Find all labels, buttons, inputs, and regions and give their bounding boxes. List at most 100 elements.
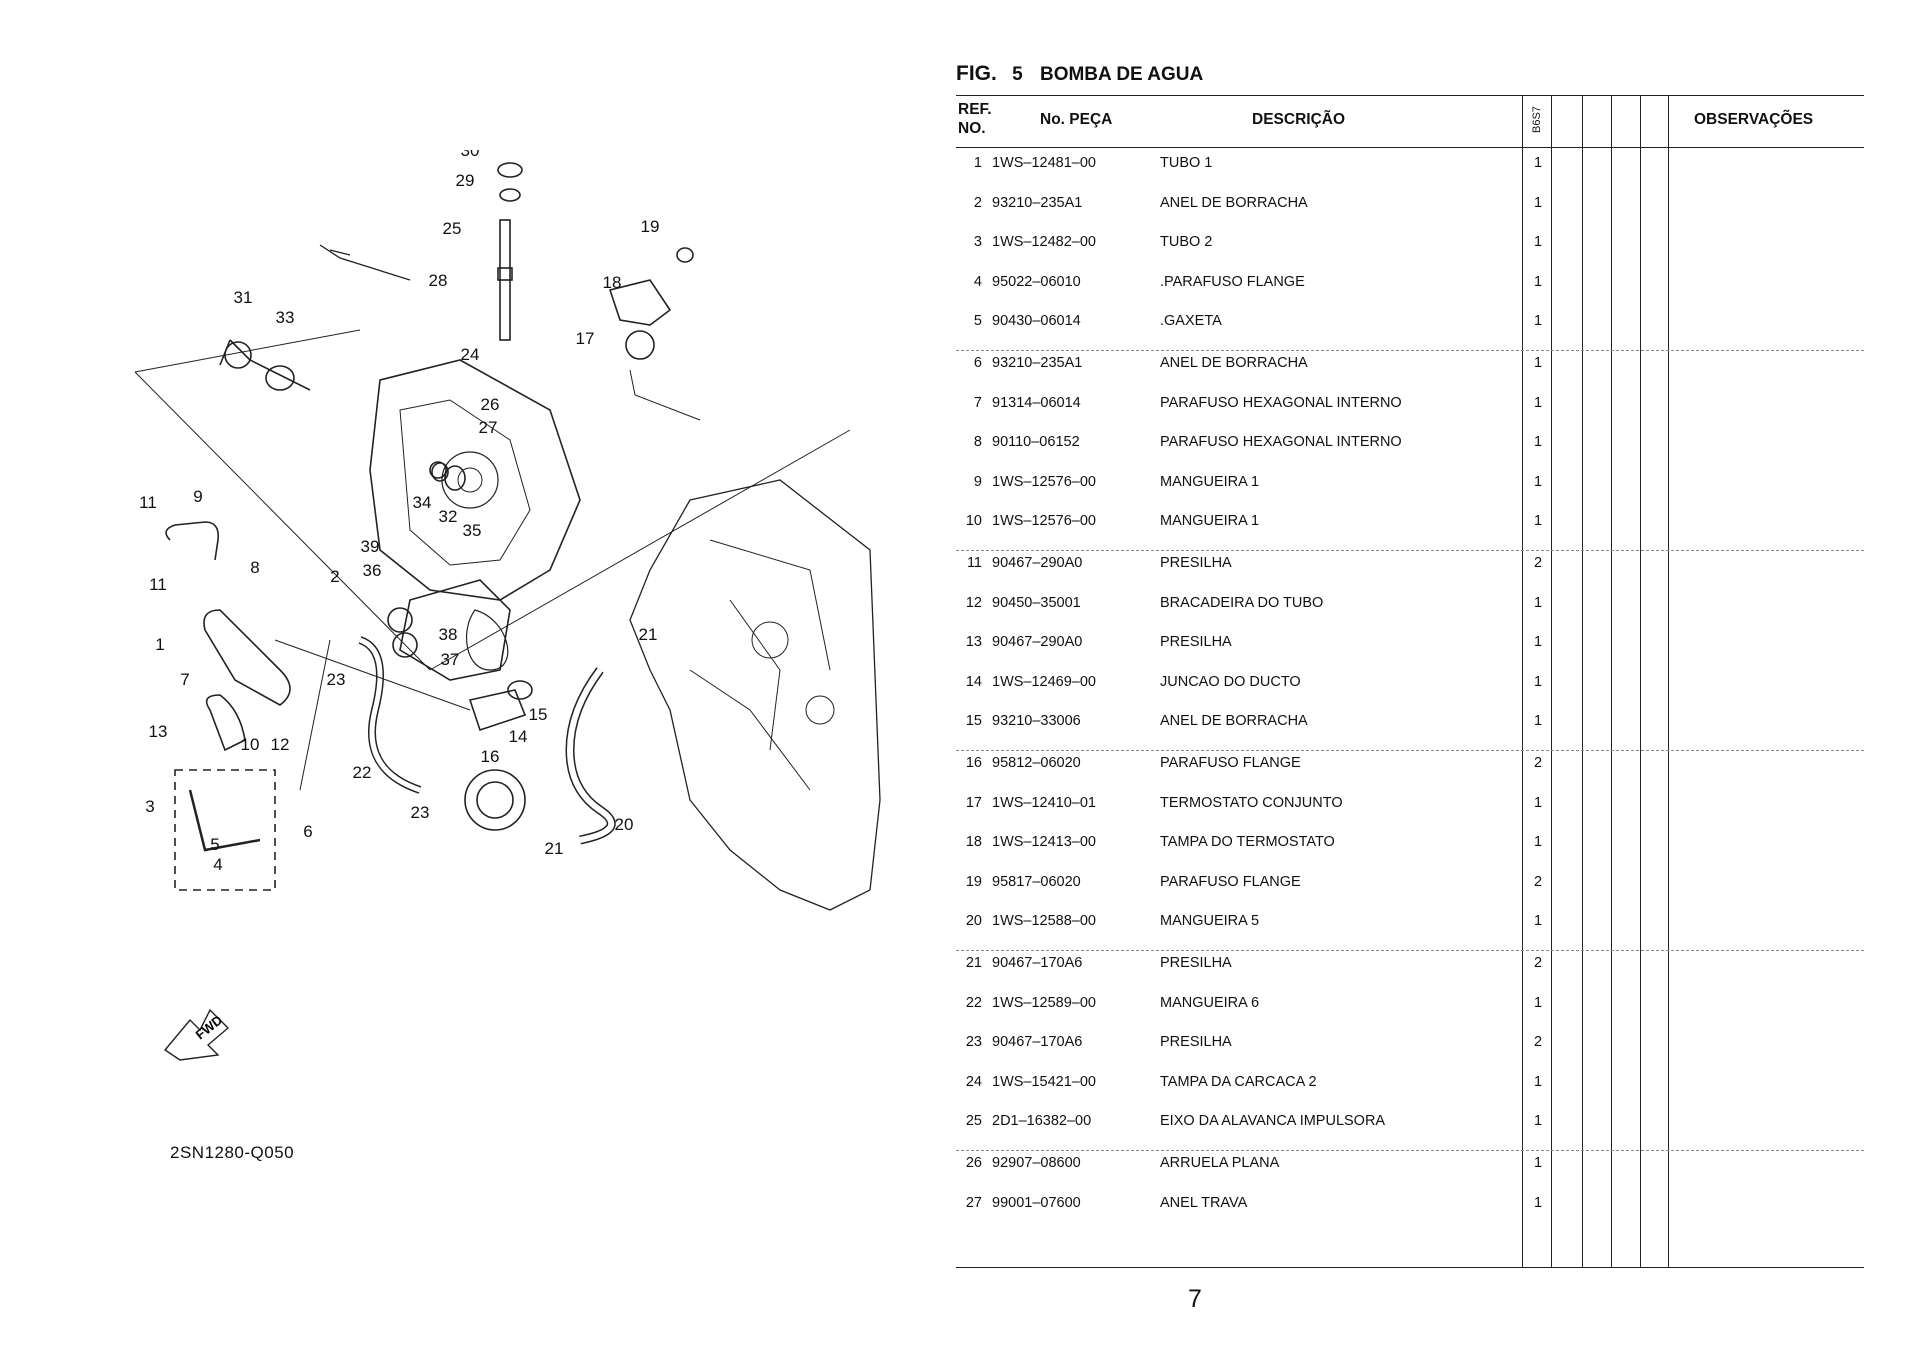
- part-description: TUBO 1: [1160, 155, 1213, 171]
- part-number: 1WS–12413–00: [992, 834, 1096, 850]
- ref-number: 22: [965, 994, 982, 1011]
- svg-text:32: 32: [439, 507, 458, 526]
- part-quantity: 1: [1533, 994, 1543, 1011]
- group-separator: [956, 950, 1864, 951]
- part-number: 95812–06020: [992, 755, 1081, 771]
- part-number: 1WS–12481–00: [992, 155, 1096, 171]
- svg-text:35: 35: [463, 521, 482, 540]
- part-number: 90110–06152: [992, 434, 1080, 450]
- header-observations: OBSERVAÇÕES: [1694, 111, 1814, 128]
- part-number: 90430–06014: [992, 313, 1081, 329]
- part-quantity: 1: [1533, 473, 1543, 490]
- ref-number: 8: [973, 434, 982, 450]
- svg-text:38: 38: [439, 625, 458, 644]
- part-number: 1WS–12469–00: [992, 673, 1096, 690]
- part-quantity: 1: [1533, 394, 1543, 411]
- part-description: PARAFUSO HEXAGONAL INTERNO: [1160, 434, 1402, 450]
- part-description: TAMPA DA CARCACA 2: [1160, 1073, 1317, 1090]
- part-description: TAMPA DO TERMOSTATO: [1160, 834, 1335, 850]
- svg-text:23: 23: [327, 670, 346, 689]
- svg-text:36: 36: [363, 561, 382, 580]
- svg-text:34: 34: [413, 493, 432, 512]
- part-quantity: 1: [1533, 513, 1543, 529]
- ref-number: 25: [965, 1113, 982, 1129]
- part-description: MANGUEIRA 1: [1160, 473, 1260, 490]
- svg-text:13: 13: [149, 722, 168, 741]
- ref-number: 12: [965, 594, 982, 611]
- part-description: TERMOSTATO CONJUNTO: [1160, 794, 1343, 811]
- column-rule: [1582, 95, 1583, 1267]
- group-separator: [956, 550, 1864, 551]
- part-number: 92907–08600: [992, 1155, 1081, 1171]
- part-number: 90450–35001: [992, 594, 1081, 611]
- exploded-parts-diagram: 30 29 25 28 31 33 24 26 27 34 32 35 19 1…: [130, 150, 890, 1180]
- ref-number: 1: [973, 155, 982, 171]
- column-rule: [1611, 95, 1612, 1267]
- part-description: .PARAFUSO FLANGE: [1160, 273, 1305, 290]
- ref-number: 24: [965, 1073, 982, 1090]
- part-quantity: 1: [1533, 194, 1543, 211]
- column-rule: [1551, 95, 1552, 1267]
- ref-number: 21: [965, 955, 982, 971]
- ref-number: 16: [965, 755, 982, 771]
- part-quantity: 1: [1533, 355, 1543, 371]
- part-quantity: 2: [1533, 755, 1543, 771]
- part-description: PRESILHA: [1160, 955, 1232, 971]
- ref-number: 13: [965, 634, 982, 650]
- svg-text:12: 12: [271, 735, 290, 754]
- part-quantity: 1: [1533, 234, 1543, 250]
- header-ref-line1: REF.: [958, 101, 992, 118]
- part-quantity: 1: [1533, 273, 1543, 290]
- part-description: ANEL DE BORRACHA: [1160, 194, 1308, 211]
- ref-number: 4: [973, 273, 982, 290]
- header-model-code: B6S7: [1531, 106, 1543, 133]
- part-number: 93210–235A1: [992, 355, 1083, 371]
- part-description: PRESILHA: [1160, 634, 1232, 650]
- fig-word: FIG.: [956, 62, 997, 85]
- fig-title-text: BOMBA DE AGUA: [1039, 64, 1204, 85]
- fwd-label: FWD: [193, 1012, 226, 1042]
- part-quantity: 2: [1533, 555, 1543, 571]
- part-number: 93210–33006: [992, 713, 1081, 729]
- parts-table: REF. NO. No. PEÇA DESCRIÇÃO B6S7 OBSERVA…: [956, 95, 1864, 1269]
- table-top-rule: [956, 95, 1864, 96]
- part-description: MANGUEIRA 1: [1160, 513, 1260, 529]
- ref-number: 18: [965, 834, 982, 850]
- part-quantity: 1: [1533, 594, 1543, 611]
- part-number: 1WS–12576–00: [992, 473, 1096, 490]
- svg-text:26: 26: [481, 395, 500, 414]
- part-description: PARAFUSO FLANGE: [1160, 873, 1301, 890]
- svg-text:22: 22: [353, 763, 372, 782]
- group-separator: [956, 1150, 1864, 1151]
- figure-title: FIG. 5 BOMBA DE AGUA: [956, 62, 1203, 86]
- svg-text:8: 8: [250, 558, 259, 577]
- svg-text:31: 31: [234, 288, 253, 307]
- diagram-drawing: 30 29 25 28 31 33 24 26 27 34 32 35 19 1…: [134, 150, 881, 1061]
- svg-text:2: 2: [330, 567, 339, 586]
- svg-text:24: 24: [461, 345, 480, 364]
- header-part-no: No. PEÇA: [1040, 111, 1113, 128]
- svg-text:5: 5: [210, 835, 219, 854]
- part-number: 1WS–12482–00: [992, 234, 1096, 250]
- part-number: 1WS–12576–00: [992, 513, 1096, 529]
- part-quantity: 1: [1533, 834, 1543, 850]
